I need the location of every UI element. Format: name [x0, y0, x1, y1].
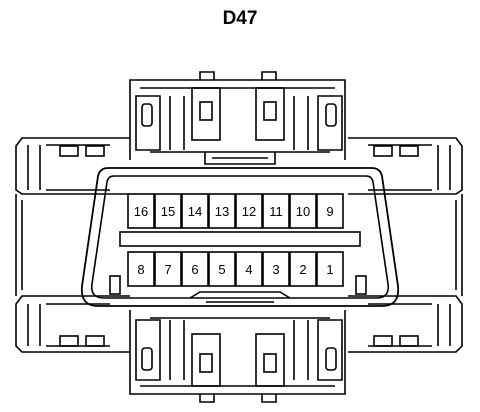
pin-label: 12: [242, 204, 256, 219]
top-latch-housing: [129, 71, 346, 165]
pin-label: 16: [134, 204, 148, 219]
connector-face: [80, 167, 400, 307]
bottom-latch-housing: [129, 310, 346, 403]
pin-label: 5: [218, 262, 225, 277]
top-pin-row: [127, 193, 344, 229]
pin-label: 9: [326, 204, 333, 219]
pin-label: 10: [296, 204, 310, 219]
pin-label: 3: [272, 262, 279, 277]
bottom-pin-row: [127, 251, 344, 287]
pin-label: 1: [326, 262, 333, 277]
pin-label: 2: [299, 262, 306, 277]
pin-label: 13: [215, 204, 229, 219]
right-flange: [348, 137, 463, 353]
connector-title: D47: [222, 8, 258, 29]
pin-label: 4: [245, 262, 252, 277]
pin-label: 11: [269, 204, 283, 219]
pin-label: 8: [137, 262, 144, 277]
pin-label: 15: [161, 204, 175, 219]
pin-label: 7: [164, 262, 171, 277]
pin-label: 14: [188, 204, 202, 219]
left-flange: [15, 137, 130, 353]
pin-label: 6: [191, 262, 198, 277]
